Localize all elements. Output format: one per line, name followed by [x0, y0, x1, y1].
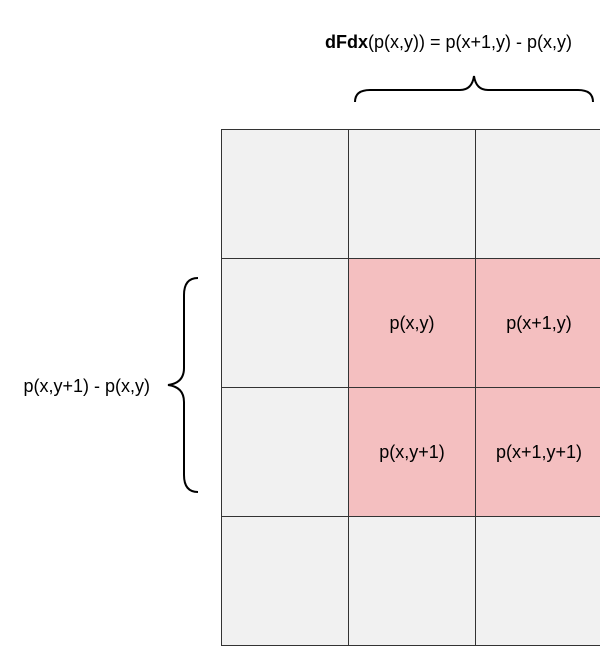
grid-cell-r2-c1: p(x,y+1)	[348, 387, 476, 517]
grid-cell-r1-c2: p(x+1,y)	[475, 258, 600, 388]
grid-cell-r3-c2	[475, 516, 600, 646]
grid-cell-r3-c1	[348, 516, 476, 646]
grid-cell-r1-c1: p(x,y)	[348, 258, 476, 388]
dfdy-formula: p(x,y+1) - p(x,y)	[23, 376, 150, 396]
dfdx-expression: (p(x,y)) = p(x+1,y) - p(x,y)	[368, 32, 573, 52]
grid-cell-r0-c1	[348, 129, 476, 259]
grid-cell-r0-c2	[475, 129, 600, 259]
dfdx-formula: dFdx(p(x,y)) = p(x+1,y) - p(x,y)	[325, 33, 572, 51]
grid-cell-r2-c2: p(x+1,y+1)	[475, 387, 600, 517]
dfdx-function-name: dFdx	[325, 32, 368, 52]
left-curly-brace	[167, 277, 199, 493]
grid-cell-r3-c0	[221, 516, 349, 646]
pixel-grid: p(x,y)p(x+1,y)p(x,y+1)p(x+1,y+1)	[221, 129, 600, 646]
grid-cell-r1-c0	[221, 258, 349, 388]
top-curly-brace	[354, 75, 594, 103]
grid-cell-r0-c0	[221, 129, 349, 259]
grid-cell-r2-c0	[221, 387, 349, 517]
